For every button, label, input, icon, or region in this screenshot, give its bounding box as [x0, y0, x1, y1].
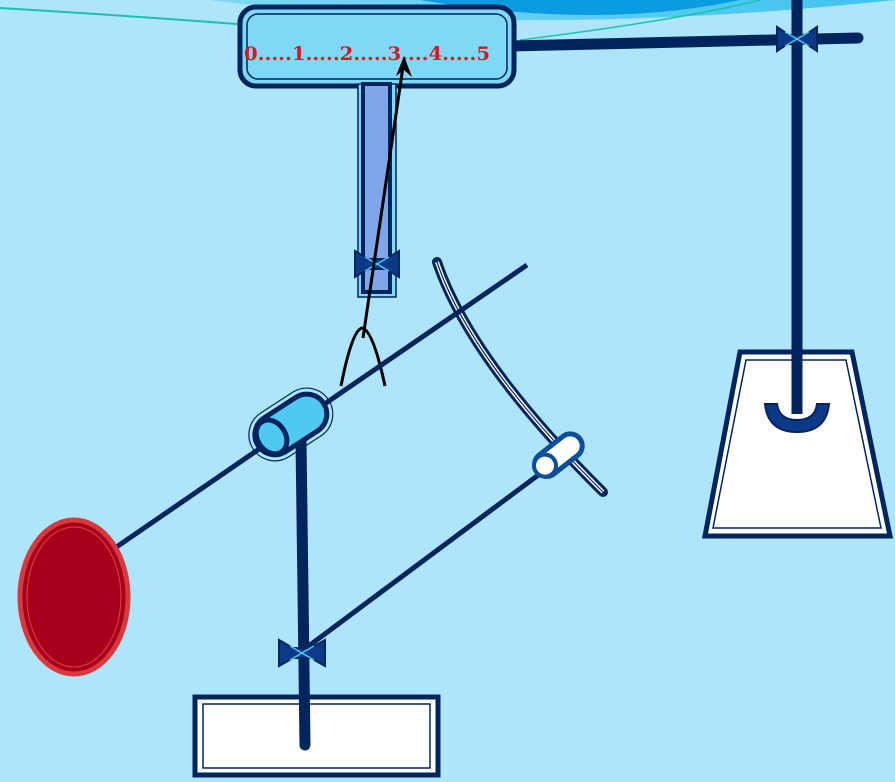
lever	[17, 262, 529, 677]
right-stand-base	[701, 349, 894, 539]
arc-slider	[532, 431, 585, 479]
clamp-icon	[776, 25, 818, 53]
scale-strip	[354, 82, 400, 298]
left-stand	[192, 434, 441, 778]
right-stand	[504, 0, 894, 539]
weight-bob	[17, 517, 131, 677]
left-stand-rod	[295, 434, 311, 751]
pivot-sleeve	[248, 387, 334, 462]
hook-icon	[763, 403, 831, 434]
clamp-icon	[278, 638, 326, 668]
link-rod	[300, 467, 547, 654]
scale-box: 0.....1.....2.....3....4.....5	[237, 4, 517, 89]
left-stand-base	[192, 694, 441, 778]
scale-label: 0.....1.....2.....3....4.....5	[244, 43, 490, 65]
pointer-arrow-icon	[339, 56, 412, 387]
